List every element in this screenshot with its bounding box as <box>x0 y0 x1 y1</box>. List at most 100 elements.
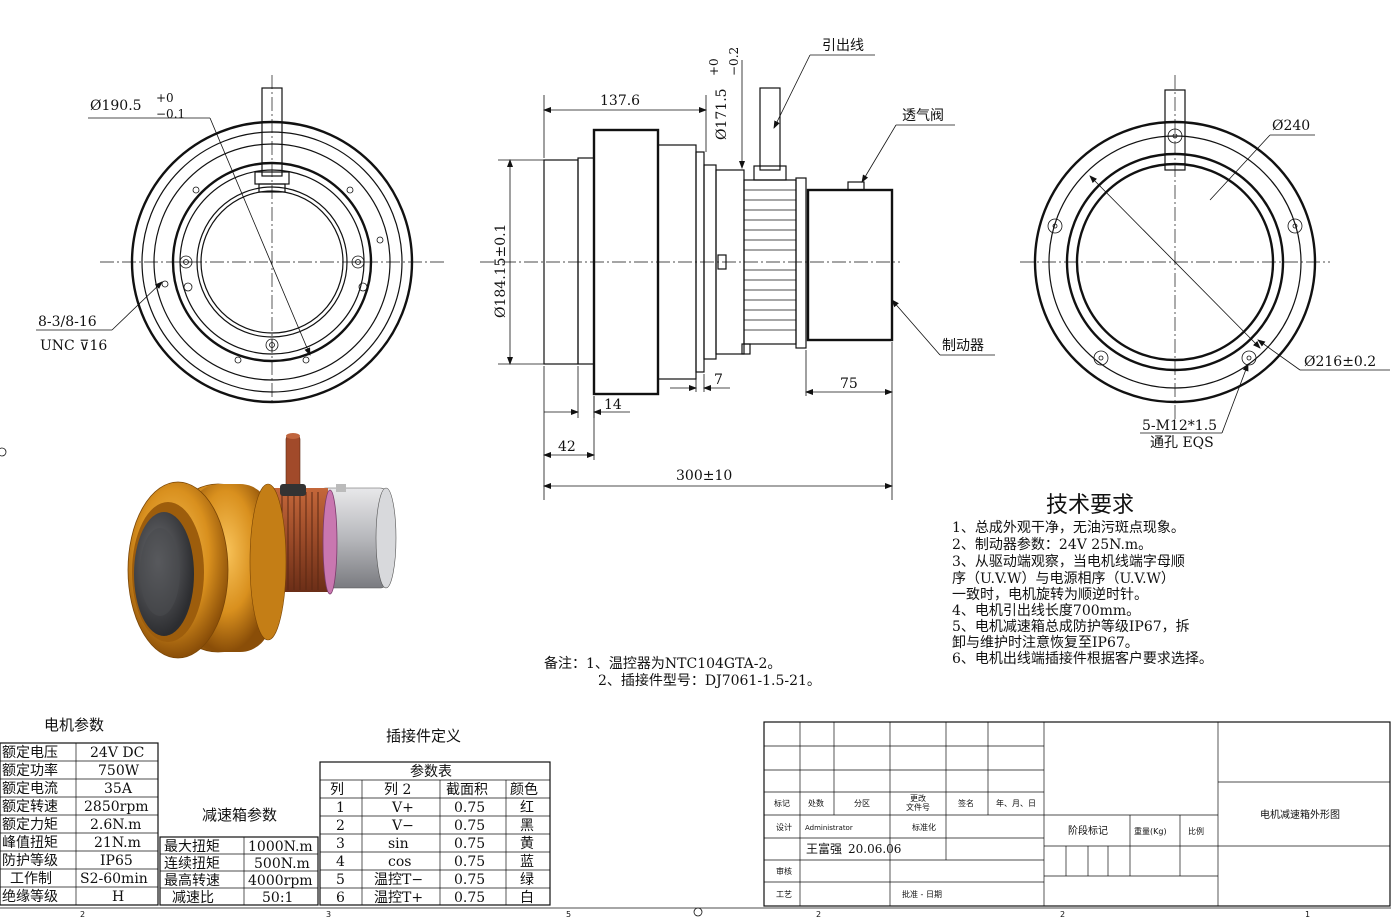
ruler-mark: 2 <box>1060 910 1065 918</box>
side-view: 引出线 透气阀 制动器 137.6 Ø171.5 +0 −0.2 Ø184.15… <box>480 38 995 500</box>
tech-req-line: 2、制动器参数：24V 25N.m。 <box>952 536 1152 553</box>
holes-label: 5-M12*1.5 <box>1142 418 1217 434</box>
tech-req-line: 4、电机引出线长度700mm。 <box>952 603 1140 619</box>
motor-param-value: 35A <box>104 781 133 797</box>
motor-params-title: 电机参数 <box>44 716 104 734</box>
front-view: Ø190.5 +0 −0.1 8-3/8-16 UNC ⊽16 <box>36 75 445 405</box>
connector-header: 截面积 <box>446 782 488 798</box>
technical-requirements: 技术要求 1、总成外观干净，无油污斑点现象。 2、制动器参数：24V 25N.m… <box>952 493 1213 667</box>
connector-cell: 黑 <box>520 818 534 834</box>
motor-param-key: 峰值扭矩 <box>2 835 58 851</box>
dim-14: 14 <box>604 397 622 413</box>
tech-req-line: 3、从驱动端观察，当电机线端字母顺 <box>952 553 1185 570</box>
dim-137: 137.6 <box>600 93 640 109</box>
motor-param-value: IP65 <box>100 853 133 869</box>
connector-cell: 温控T+ <box>374 890 423 906</box>
connector-cell: 5 <box>336 872 345 888</box>
connector-cell: V− <box>391 818 414 834</box>
motor-param-value: 750W <box>98 763 140 779</box>
tb-approve: 批准 - 日期 <box>902 889 942 899</box>
connector-cell: 0.75 <box>454 890 485 906</box>
tech-req-line: 6、电机出线端插接件根据客户要求选择。 <box>952 650 1213 667</box>
dim-171: Ø171.5 <box>714 88 730 140</box>
connector-cell: 0.75 <box>454 872 485 888</box>
gearbox-param-value: 50:1 <box>262 890 293 906</box>
motor-param-key: 额定功率 <box>2 762 58 779</box>
ruler-mark: 2 <box>80 910 85 918</box>
motor-param-value: 21N.m <box>94 835 141 851</box>
gearbox-param-value: 500N.m <box>254 856 310 872</box>
tb-weight: 重量(Kg) <box>1134 826 1167 836</box>
vent-valve-label: 透气阀 <box>902 108 944 124</box>
rear-view: Ø240 Ø216±0.2 5-M12*1.5 通孔 EQS <box>1020 75 1390 451</box>
gearbox-param-key: 连续扭矩 <box>164 855 220 872</box>
tb-marks: 标记 <box>774 798 790 808</box>
dim-42: 42 <box>558 439 576 455</box>
tech-req-title: 技术要求 <box>1046 493 1134 518</box>
motor-param-rows: 额定电压 24V DC 额定功率 750W 额定电流 35A 额定转速 2850… <box>2 745 149 905</box>
connector-cell: 温控T− <box>374 872 423 888</box>
connector-title: 插接件定义 <box>386 727 461 745</box>
dim-216: Ø216±0.2 <box>1304 354 1376 370</box>
gearbox-param-key: 减速比 <box>172 890 214 906</box>
motor-param-key: 额定转速 <box>2 799 58 815</box>
tech-req-line: 一致时，电机旋转为顺逆时针。 <box>952 587 1148 603</box>
connector-table: 插接件定义 参数表 列 列 2 截面积 颜色 1 V+ 0.75 红 2 V− … <box>319 727 551 906</box>
tech-req-line: 卸与维护时注意恢复至IP67。 <box>952 634 1139 651</box>
thread-label-2: UNC ⊽16 <box>40 338 107 354</box>
tb-review: 审核 <box>776 866 792 876</box>
gearbox-params-table: 减速箱参数 最大扭矩 1000N.m 连续扭矩 500N.m 最高转速 4000… <box>159 806 319 906</box>
note-line-2: 2、插接件型号：DJ7061-1.5-21。 <box>598 672 821 689</box>
left-center-mark <box>0 447 7 457</box>
motor-param-key: 额定力矩 <box>2 817 58 833</box>
tb-stage: 阶段标记 <box>1068 824 1108 837</box>
connector-cell: 白 <box>520 890 534 906</box>
tb-count: 处数 <box>808 798 824 808</box>
front-diameter-label: Ø190.5 <box>90 98 142 114</box>
ruler-center-mark <box>693 907 703 917</box>
dim-184: Ø184.15±0.1 <box>493 224 509 318</box>
connector-cell: 0.75 <box>454 836 485 852</box>
connector-cell: 蓝 <box>520 854 534 870</box>
tb-zone: 分区 <box>854 799 870 808</box>
dim-7: 7 <box>714 372 723 388</box>
motor-params-table: 电机参数 额定电压 24V DC 额定功率 750W 额定电流 35A 额定转速… <box>0 716 159 906</box>
connector-cell: cos <box>388 854 411 870</box>
gearbox-param-key: 最大扭矩 <box>164 839 220 855</box>
connector-cell: 1 <box>336 800 345 816</box>
ruler-mark: 3 <box>326 910 331 918</box>
tb-designer: Administrator <box>805 824 853 832</box>
connector-cell: 绿 <box>520 872 534 888</box>
tb-scale: 比例 <box>1188 826 1204 836</box>
dim-75: 75 <box>840 376 858 392</box>
thread-label: 8-3/8-16 <box>38 314 97 330</box>
connector-cell: 4 <box>336 854 345 870</box>
motor-param-value: H <box>112 889 124 905</box>
holes-label-2: 通孔 EQS <box>1150 435 1214 451</box>
connector-cell: 黄 <box>520 835 534 852</box>
front-tol-minus: −0.1 <box>156 107 185 121</box>
gearbox-param-value: 4000rpm <box>248 873 313 889</box>
connector-cell: 红 <box>520 800 534 816</box>
gearbox-param-value: 1000N.m <box>248 839 313 855</box>
connector-header: 列 2 <box>384 782 411 798</box>
connector-cell: 3 <box>336 836 345 852</box>
connector-cell: sin <box>388 836 409 852</box>
connector-cell: V+ <box>391 800 414 816</box>
gearbox-params-title: 减速箱参数 <box>202 806 277 824</box>
tb-drawer: 王富强 <box>806 841 842 856</box>
tech-req-line: 序（U.V.W）与电源相序（U.V.W） <box>952 571 1175 587</box>
motor-param-key: 额定电流 <box>2 781 58 797</box>
bottom-ruler: 2 3 5 2 2 1 <box>0 447 1391 918</box>
tb-draw-date: 20.06.06 <box>848 842 901 856</box>
gearbox-param-key: 最高转速 <box>164 872 220 889</box>
motor-param-key: 工作制 <box>10 871 52 887</box>
tb-change-doc-2: 文件号 <box>906 802 930 812</box>
motor-param-value: S2-60min <box>80 871 148 887</box>
tb-design: 设计 <box>776 822 792 832</box>
notes: 备注：1、温控器为NTC104GTA-2。 2、插接件型号：DJ7061-1.5… <box>544 655 821 689</box>
connector-cell: 0.75 <box>454 818 485 834</box>
note-line-1: 备注：1、温控器为NTC104GTA-2。 <box>544 655 781 672</box>
dim-171-tol-plus: +0 <box>707 58 721 76</box>
